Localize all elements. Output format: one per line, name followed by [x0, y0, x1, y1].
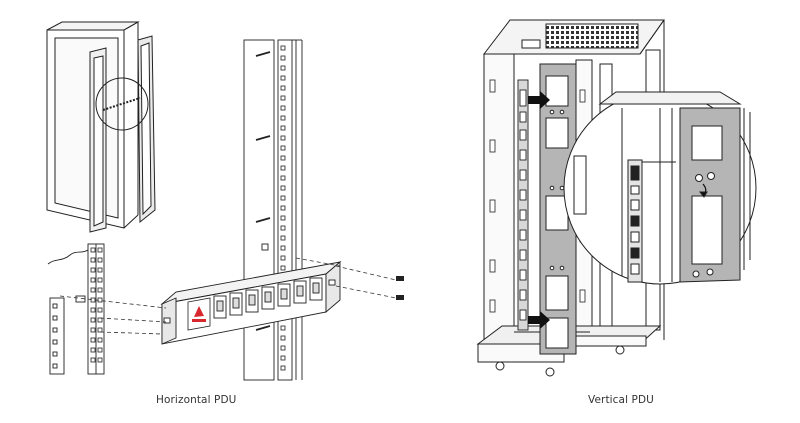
arrow-icon: [528, 91, 550, 329]
zoom-detail: [563, 91, 757, 285]
rail-left-back: [47, 249, 89, 375]
alignment-lines: [59, 257, 397, 335]
rail-right: [243, 39, 303, 381]
warning-label: [187, 297, 211, 331]
rail-left-holes: [90, 247, 103, 363]
small-cabinet: [46, 21, 156, 233]
warning-icon: [194, 306, 204, 317]
vertical-pdu: [517, 79, 529, 331]
screw-icon: [396, 276, 404, 300]
outlets: [213, 277, 323, 319]
caption-horizontal-pdu: Horizontal PDU: [156, 394, 237, 406]
caption-vertical-pdu: Vertical PDU: [588, 394, 654, 406]
rail-right-holes: [280, 45, 286, 371]
